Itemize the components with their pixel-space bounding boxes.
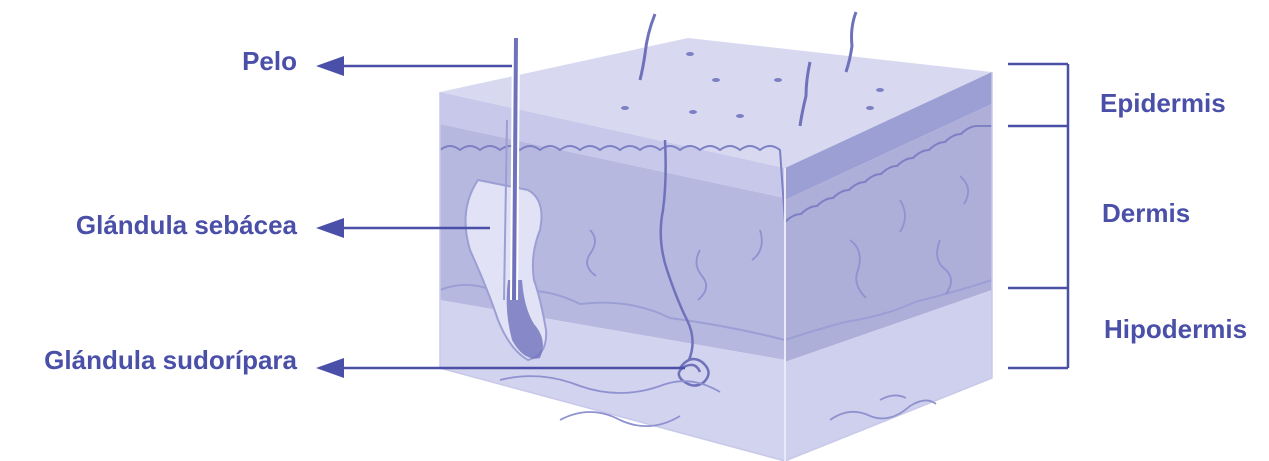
sweat-arrowhead xyxy=(316,358,344,378)
sebaceous-arrowhead xyxy=(316,218,344,238)
label-sweat-gland: Glándula sudorípara xyxy=(44,345,297,376)
layer-brackets xyxy=(1008,64,1068,368)
label-hair: Pelo xyxy=(242,46,297,77)
skin-block xyxy=(440,12,992,461)
label-hypodermis: Hipodermis xyxy=(1104,314,1247,345)
hair-arrowhead xyxy=(316,56,344,76)
label-epidermis: Epidermis xyxy=(1100,88,1226,119)
label-sebaceous-gland: Glándula sebácea xyxy=(76,210,297,241)
label-dermis: Dermis xyxy=(1102,198,1190,229)
